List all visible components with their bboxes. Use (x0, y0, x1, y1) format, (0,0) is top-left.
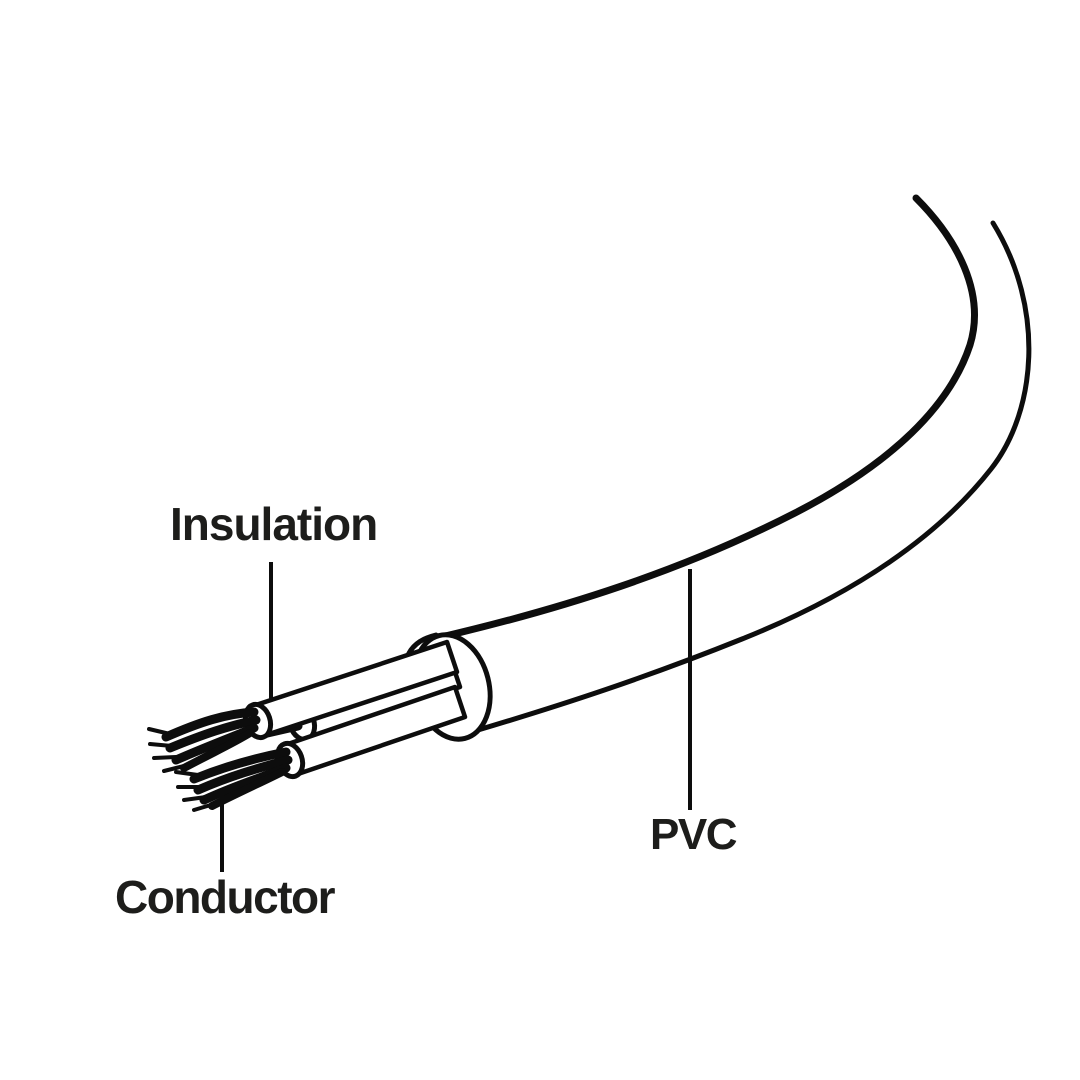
jacket-inner-edge (475, 220, 1032, 733)
conductor-label: Conductor (115, 871, 336, 923)
wire-top (147, 639, 460, 773)
pvc-label: PVC (650, 810, 737, 859)
pvc-jacket (403, 194, 1032, 742)
jacket-outer-edge (433, 194, 978, 642)
wire-top-conductor-strands (147, 707, 261, 773)
leader-lines (220, 562, 692, 872)
wire-bottom (174, 684, 468, 812)
insulation-label: Insulation (170, 498, 378, 550)
